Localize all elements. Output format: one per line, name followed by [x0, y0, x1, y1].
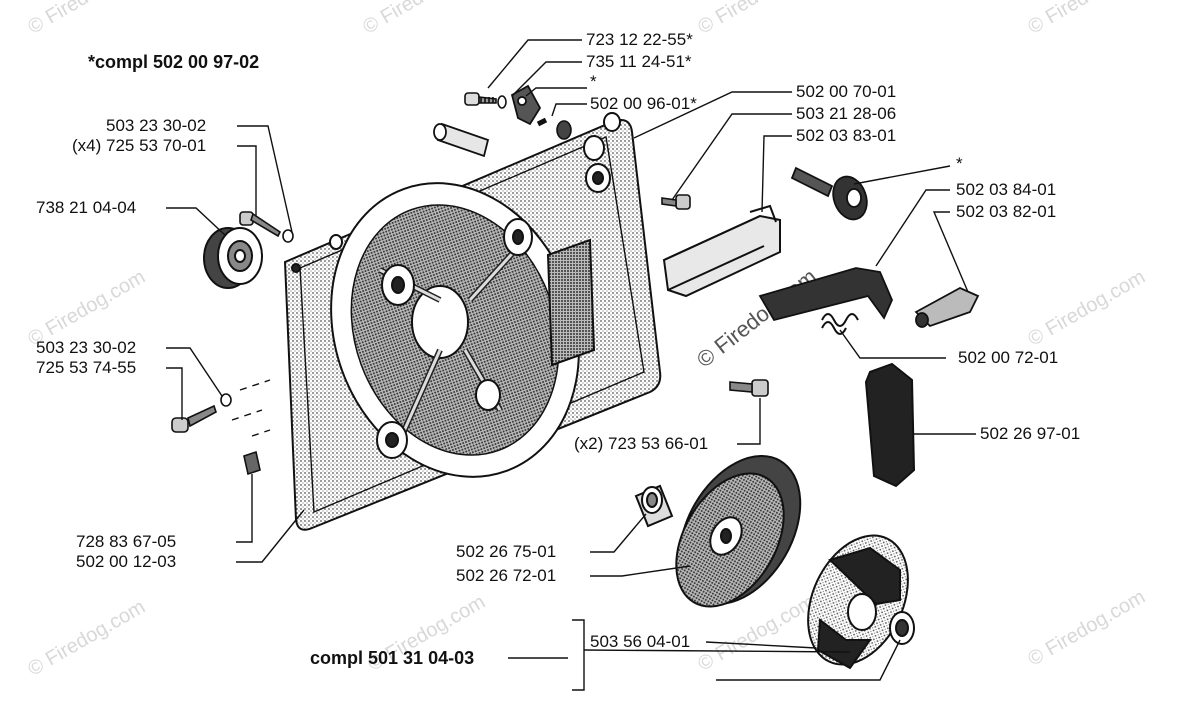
knob-part	[790, 166, 868, 221]
part-number-label: 738 21 04-04	[36, 198, 137, 217]
pin-part	[536, 117, 548, 127]
part-number-label: 503 23 30-02	[106, 116, 207, 135]
part-number-label: *	[590, 72, 597, 91]
screw-part	[661, 194, 691, 210]
lever-part	[510, 84, 542, 126]
lever-part	[914, 286, 980, 328]
part-number-label: 503 21 28-06	[796, 104, 897, 123]
part-number-label: 502 03 82-01	[956, 202, 1057, 221]
screw-part	[239, 211, 294, 243]
clutch-assembly-part	[807, 534, 915, 670]
part-number-label: 502 26 97-01	[980, 424, 1081, 443]
clutch-drum-part	[675, 455, 802, 608]
part-number-label: 502 03 84-01	[956, 180, 1057, 199]
washer-part	[497, 95, 507, 109]
kit-label: compl 501 31 04-03	[310, 648, 475, 668]
guide-line	[231, 379, 271, 437]
bracket-part	[662, 204, 781, 298]
part-number-label: 725 53 74-55	[36, 358, 137, 377]
part-number-label: 502 26 75-01	[456, 542, 557, 561]
screw-part	[729, 379, 769, 397]
leader-lines	[166, 39, 976, 691]
spring-lever-part	[758, 267, 893, 322]
screw-part	[171, 393, 232, 433]
part-number-label: 502 03 83-01	[796, 126, 897, 145]
assembly-title: *compl 502 00 97-02	[88, 52, 260, 72]
bearing-part	[203, 227, 263, 289]
part-number-label: (x2) 723 53 66-01	[574, 434, 709, 453]
part-number-label: 502 00 12-03	[76, 552, 177, 571]
part-number-label: 502 00 72-01	[958, 348, 1059, 367]
part-number-label: 723 12 22-55*	[586, 30, 693, 49]
sleeve-part	[433, 122, 490, 158]
screw-part	[464, 92, 497, 106]
part-number-label: 502 00 70-01	[796, 82, 897, 101]
part-number-label: (x4) 725 53 70-01	[72, 136, 207, 155]
part-number-label: 502 00 96-01*	[590, 94, 697, 113]
part-number-label: 502 26 72-01	[456, 566, 557, 585]
clutch-cover	[283, 112, 662, 531]
part-number-label: 735 11 24-51*	[586, 52, 692, 71]
part-number-label: *	[956, 154, 963, 173]
nut-part	[556, 120, 572, 140]
part-number-label: 503 56 04-01	[590, 632, 691, 651]
part-number-label: 503 23 30-02	[36, 338, 137, 357]
setscrew-part	[243, 450, 261, 476]
part-number-label: 728 83 67-05	[76, 532, 177, 551]
filter-pad-part	[864, 362, 916, 488]
